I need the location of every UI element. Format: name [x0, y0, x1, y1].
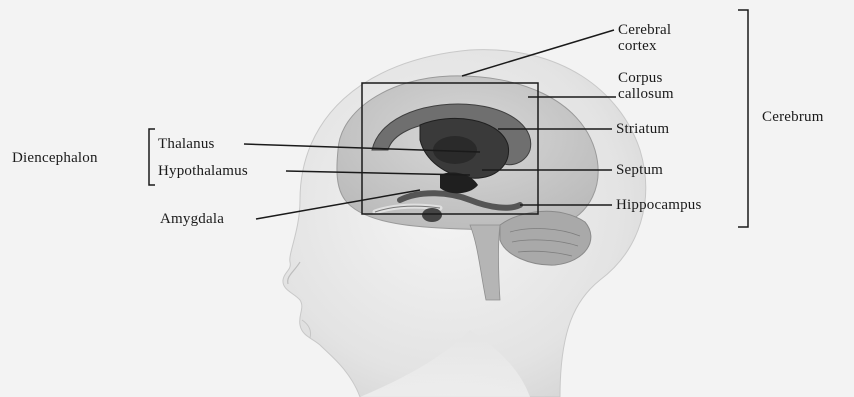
label-hypothalamus: Hypothalamus — [158, 163, 248, 179]
label-corpus-callosum-line1: Corpus — [618, 70, 674, 86]
label-amygdala: Amygdala — [160, 211, 224, 227]
label-thalamus: Thalanus — [158, 136, 215, 152]
label-diencephalon: Diencephalon — [12, 150, 98, 166]
diencephalon-bracket — [149, 129, 155, 185]
label-cerebral-cortex: Cerebral cortex — [618, 22, 671, 54]
label-striatum: Striatum — [616, 121, 669, 137]
label-hippocampus: Hippocampus — [616, 197, 702, 213]
label-cerebral-cortex-line2: cortex — [618, 38, 671, 54]
label-septum: Septum — [616, 162, 663, 178]
label-corpus-callosum: Corpus callosum — [618, 70, 674, 102]
label-cerebral-cortex-line1: Cerebral — [618, 22, 671, 38]
label-corpus-callosum-line2: callosum — [618, 86, 674, 102]
label-cerebrum: Cerebrum — [762, 109, 824, 125]
cerebrum-bracket — [738, 10, 748, 227]
